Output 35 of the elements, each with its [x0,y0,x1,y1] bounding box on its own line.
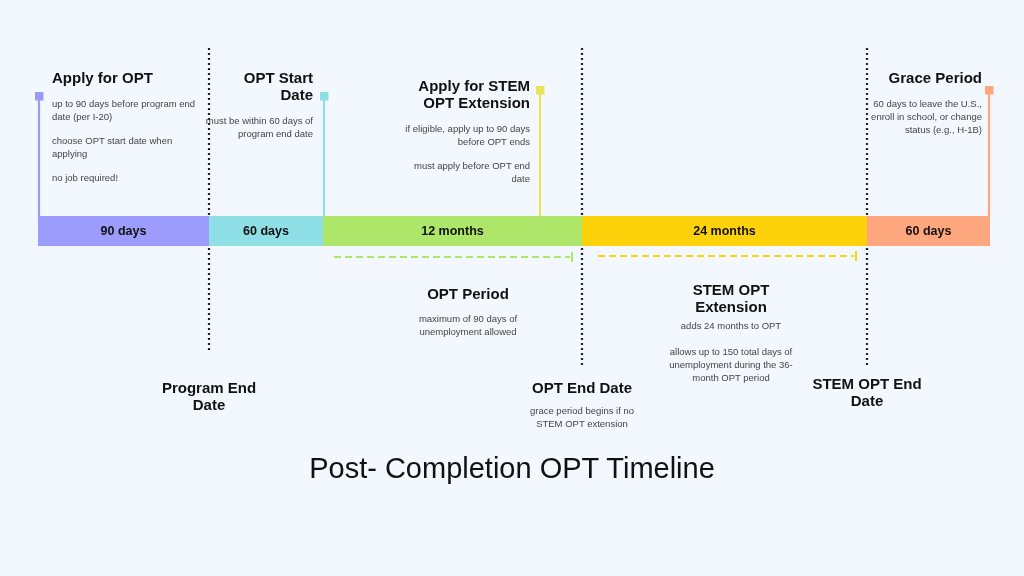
milestone-note: must be within 60 days of program end date [205,114,313,140]
period-note: adds 24 months to OPT [679,319,783,332]
timeline-segment [582,216,867,246]
milestone-note: must apply before OPT end date [413,159,530,185]
segment-label: 90 days [100,224,147,238]
timeline-segment [867,216,990,246]
milestone-note: grace period begins if no STEM OPT extension [528,404,635,430]
pin-line [984,85,994,216]
milestone-label: OPT End Date [531,379,633,396]
timeline-segment [38,216,209,246]
milestone-label: STEM OPT End Date [812,375,922,409]
period-note: allows up to 150 total days of unemployment during the 36-month OPT period [668,345,794,384]
milestone-note: no job required! [52,171,120,184]
period-heading: STEM OPT Extension [691,281,771,315]
pin-line [535,85,545,216]
period-note: maximum of 90 days of unemployment allowed [417,312,519,338]
milestone-heading: OPT Start Date [242,69,313,103]
pin-line [34,91,44,216]
milestone-heading: Grace Period [887,69,982,86]
milestone-note: choose OPT start date when applying [52,134,174,160]
milestone-label: Program End Date [160,379,258,413]
pin-line [319,91,329,216]
timeline-segment [323,216,582,246]
diagram-title: Post- Completion OPT Timeline [308,452,716,485]
segment-label: 60 days [905,224,952,238]
segment-label: 60 days [243,224,289,238]
milestone-note: up to 90 days before program end date (per I-20) [52,97,197,123]
milestone-note: if eligible, apply up to 90 days before OPT ends [404,122,530,148]
milestone-note: 60 days to leave the U.S., enroll in school, or change status (e.g., H-1B) [870,97,982,136]
segment-label: 24 months [693,224,756,238]
milestone-heading: Apply for OPT [52,69,154,86]
segment-label: 12 months [421,224,484,238]
milestone-heading: Apply for STEM OPT Extension [417,77,530,111]
period-heading: OPT Period [426,285,510,302]
timeline-segment [209,216,323,246]
